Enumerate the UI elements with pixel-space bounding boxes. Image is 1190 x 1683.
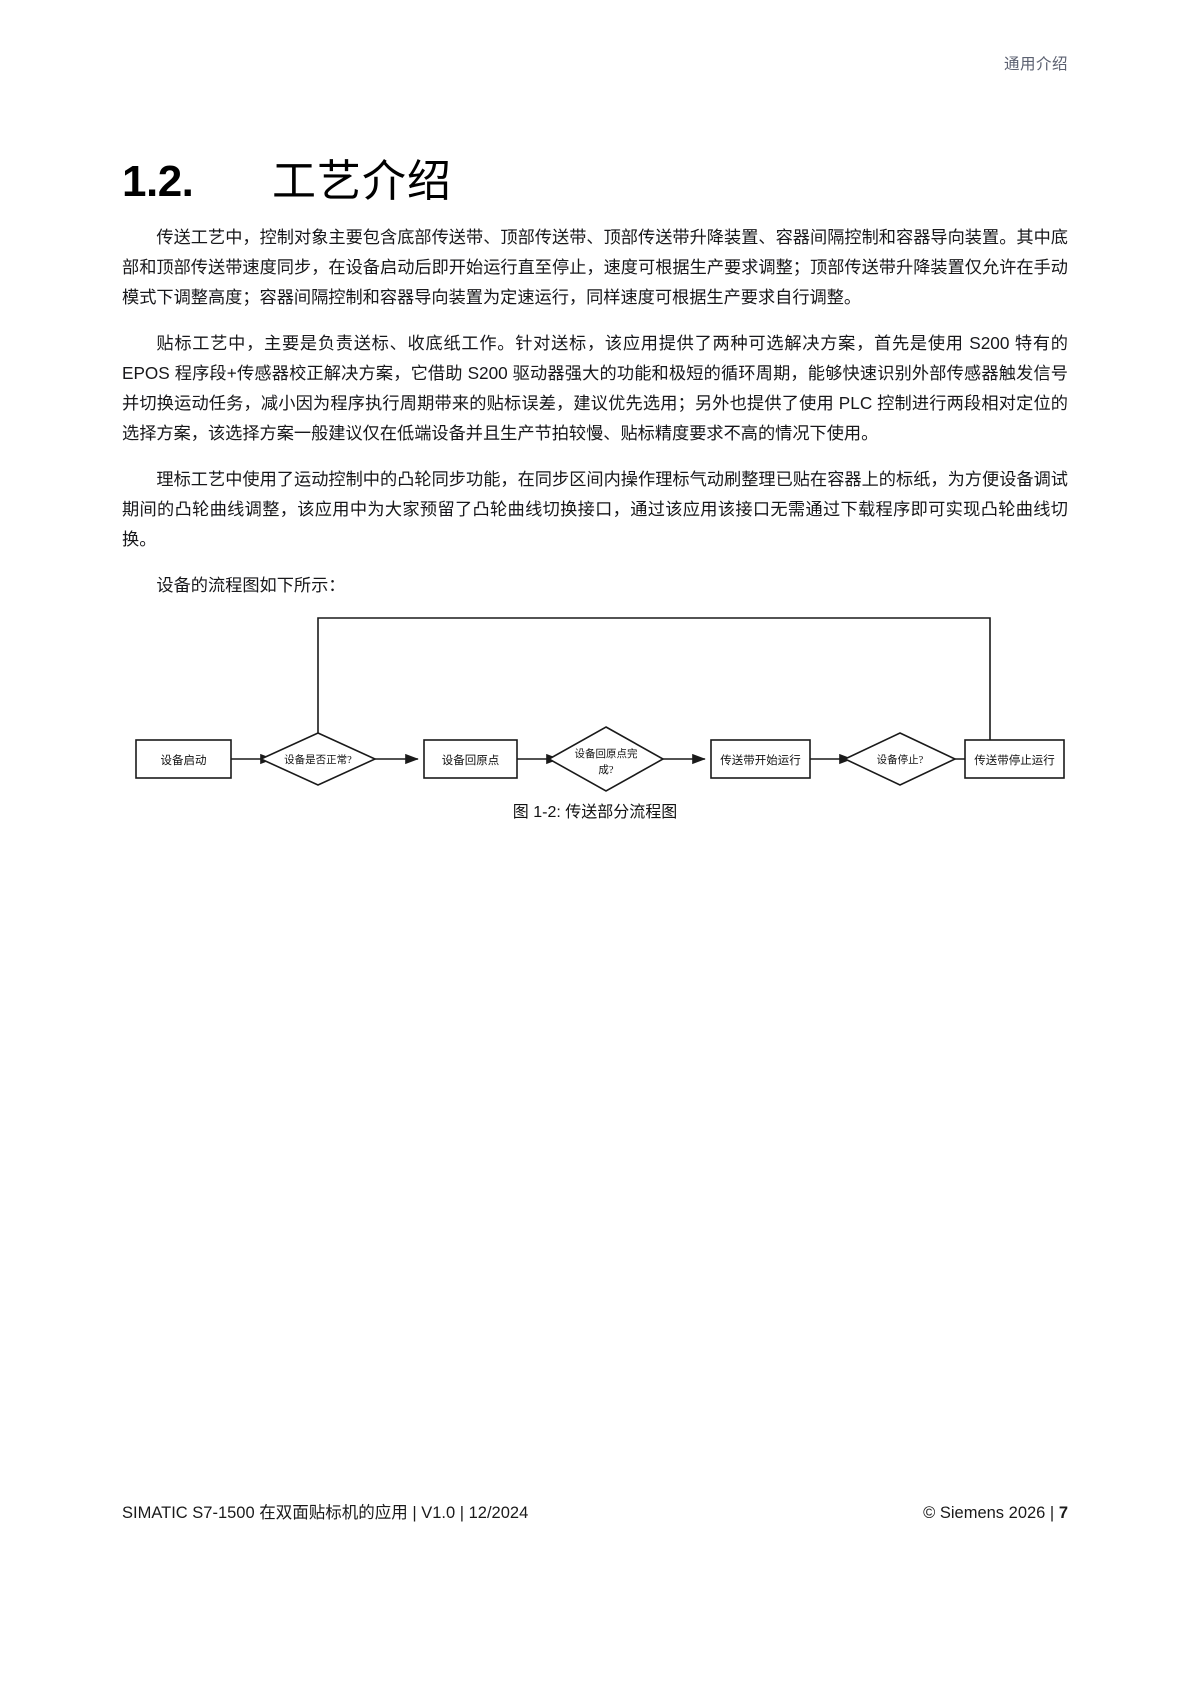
paragraph-2: 贴标工艺中，主要是负责送标、收底纸工作。针对送标，该应用提供了两种可选解决方案，… <box>122 333 1068 443</box>
flowchart-node-belt-start: 传送带开始运行 <box>710 739 811 779</box>
flowchart-node-belt-stop: 传送带停止运行 <box>964 739 1065 779</box>
flowchart-node-stop-check: 设备停止? <box>843 732 957 786</box>
flowchart-node-belt-stop-label: 传送带停止运行 <box>974 753 1055 767</box>
paragraph-4: 设备的流程图如下所示： <box>156 575 346 595</box>
figure-caption: 图 1-2: 传送部分流程图 <box>512 804 678 821</box>
footer-copyright-text: © Siemens 2026 | <box>923 1504 1059 1522</box>
flowchart-node-start-label: 设备启动 <box>161 753 207 767</box>
flowchart-node-homing-label: 设备回原点 <box>442 753 500 767</box>
page-title-number: 1.2. <box>122 157 194 206</box>
footer-document-title: SIMATIC S7-1500 在双面贴标机的应用 | V1.0 | 12/20… <box>122 1504 529 1522</box>
body-content: 传送工艺中，控制对象主要包含底部传送带、顶部传送带、顶部传送带升降装置、容器间隔… <box>122 222 1068 616</box>
flowchart-node-belt-start-label: 传送带开始运行 <box>720 753 801 767</box>
page-title-text: 工艺介绍 <box>272 157 452 206</box>
footer-page-number: 7 <box>1058 1504 1068 1522</box>
flowchart-feedback-loop <box>317 617 991 743</box>
flowchart-node-homing-done-label-2: 成? <box>598 764 613 776</box>
paragraph-3: 理标工艺中使用了运动控制中的凸轮同步功能，在同步区间内操作理标气动刷整理已贴在容… <box>122 469 1068 549</box>
flowchart-node-homing-done-label-1: 设备回原点完 <box>575 747 638 760</box>
page-footer: SIMATIC S7-1500 在双面贴标机的应用 | V1.0 | 12/20… <box>122 1499 1068 1523</box>
page-title: 1.2. 工艺介绍 <box>122 145 1068 209</box>
footer-copyright: © Siemens 2026 | 7 <box>923 1504 1068 1523</box>
flowchart-node-homing-done: 设备回原点完 成? <box>547 726 665 792</box>
flowchart-node-check-normal: 设备是否正常? <box>259 732 377 786</box>
page-header-section-label: 通用介绍 <box>1003 56 1068 73</box>
flowchart-node-homing: 设备回原点 <box>423 739 518 779</box>
flowchart-node-start: 设备启动 <box>135 739 232 779</box>
paragraph-1: 传送工艺中，控制对象主要包含底部传送带、顶部传送带、顶部传送带升降装置、容器间隔… <box>122 227 1068 307</box>
flowchart-node-check-normal-label: 设备是否正常? <box>284 753 352 766</box>
flowchart-diagram: 设备启动 设备是否正常? 设备回原点 设备回原点完 成? <box>122 600 1068 830</box>
flowchart-node-stop-check-label: 设备停止? <box>877 753 924 766</box>
flowchart-svg: 设备启动 设备是否正常? 设备回原点 设备回原点完 成? <box>135 617 1065 792</box>
